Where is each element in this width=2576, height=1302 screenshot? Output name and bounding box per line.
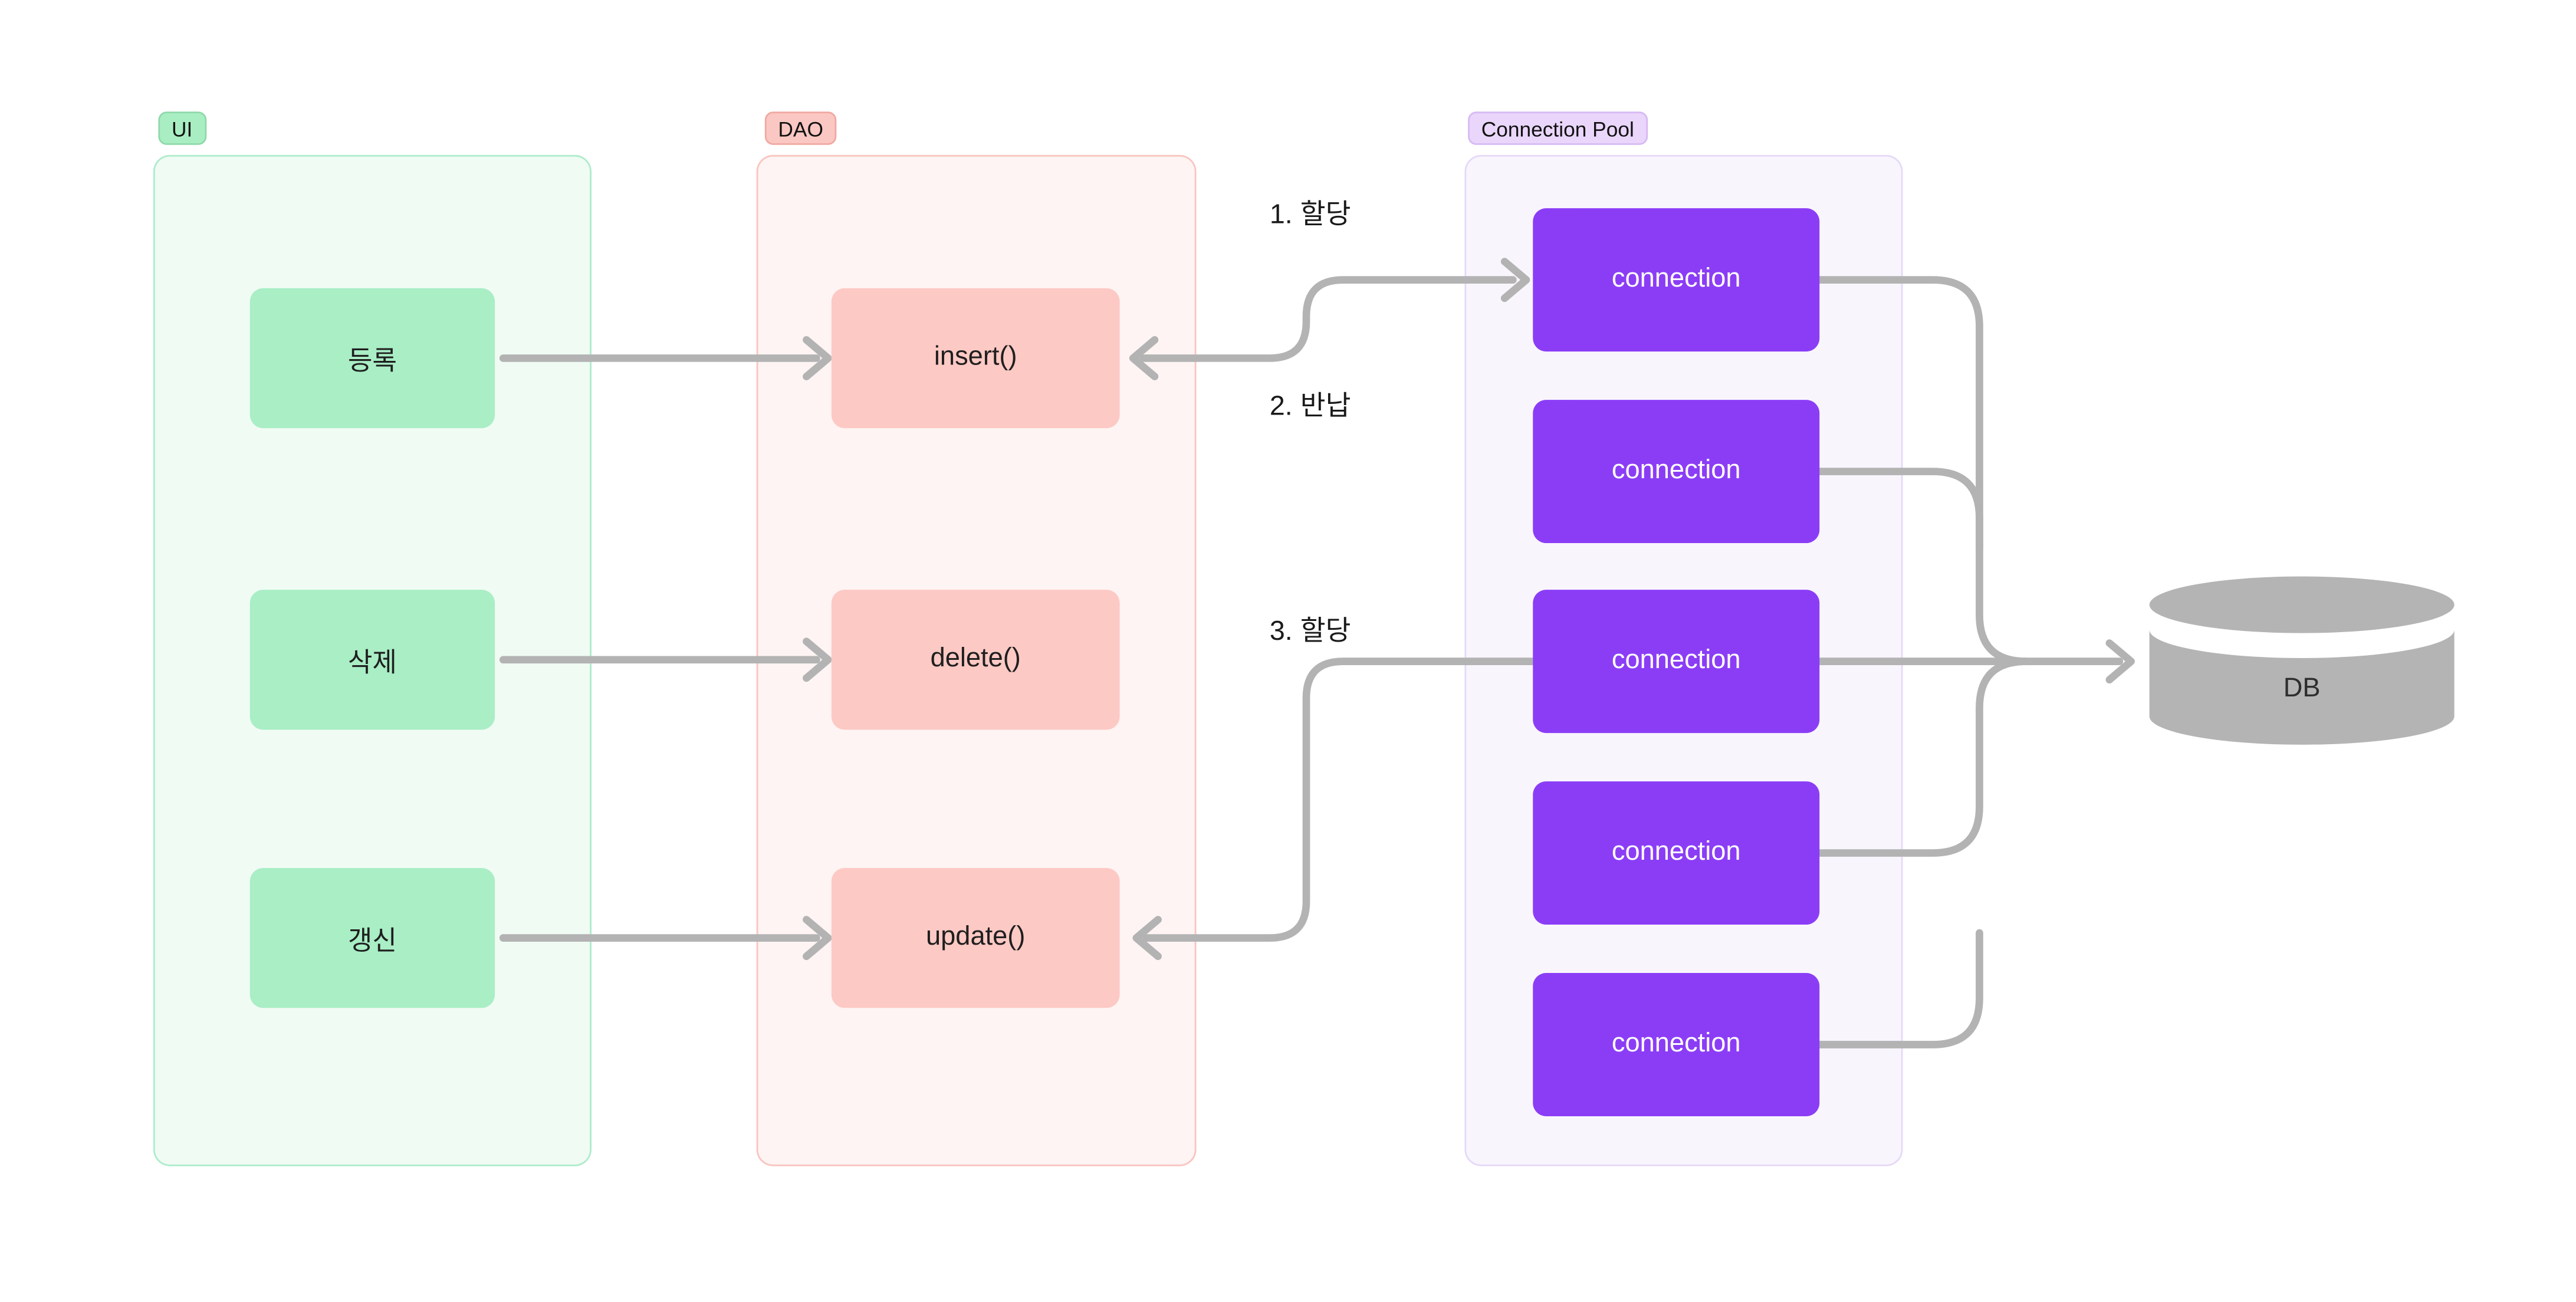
node-update-fn: update() xyxy=(831,867,1120,1008)
connection-pool-badge: Connection Pool xyxy=(1468,111,1648,145)
annotation-step1-allocate: 1. 할당 xyxy=(1269,200,1351,230)
db-cylinder: DB xyxy=(2149,576,2455,745)
node-delete-kr: 삭제 xyxy=(249,590,495,730)
annotation-step2-return: 2. 반납 xyxy=(1269,391,1351,422)
node-connection-5: connection xyxy=(1533,972,1820,1116)
node-connection-2: connection xyxy=(1533,400,1820,544)
node-register: 등록 xyxy=(249,288,495,429)
dao-badge: DAO xyxy=(764,111,837,145)
node-insert-fn: insert() xyxy=(831,288,1120,429)
annotation-step3-allocate: 3. 할당 xyxy=(1269,616,1351,647)
node-connection-1: connection xyxy=(1533,208,1820,352)
node-renew-kr: 갱신 xyxy=(249,867,495,1008)
db-label: DB xyxy=(2283,672,2321,702)
node-connection-3: connection xyxy=(1533,590,1820,734)
ui-badge: UI xyxy=(158,111,206,145)
node-delete-fn: delete() xyxy=(831,590,1120,730)
node-connection-4: connection xyxy=(1533,781,1820,925)
